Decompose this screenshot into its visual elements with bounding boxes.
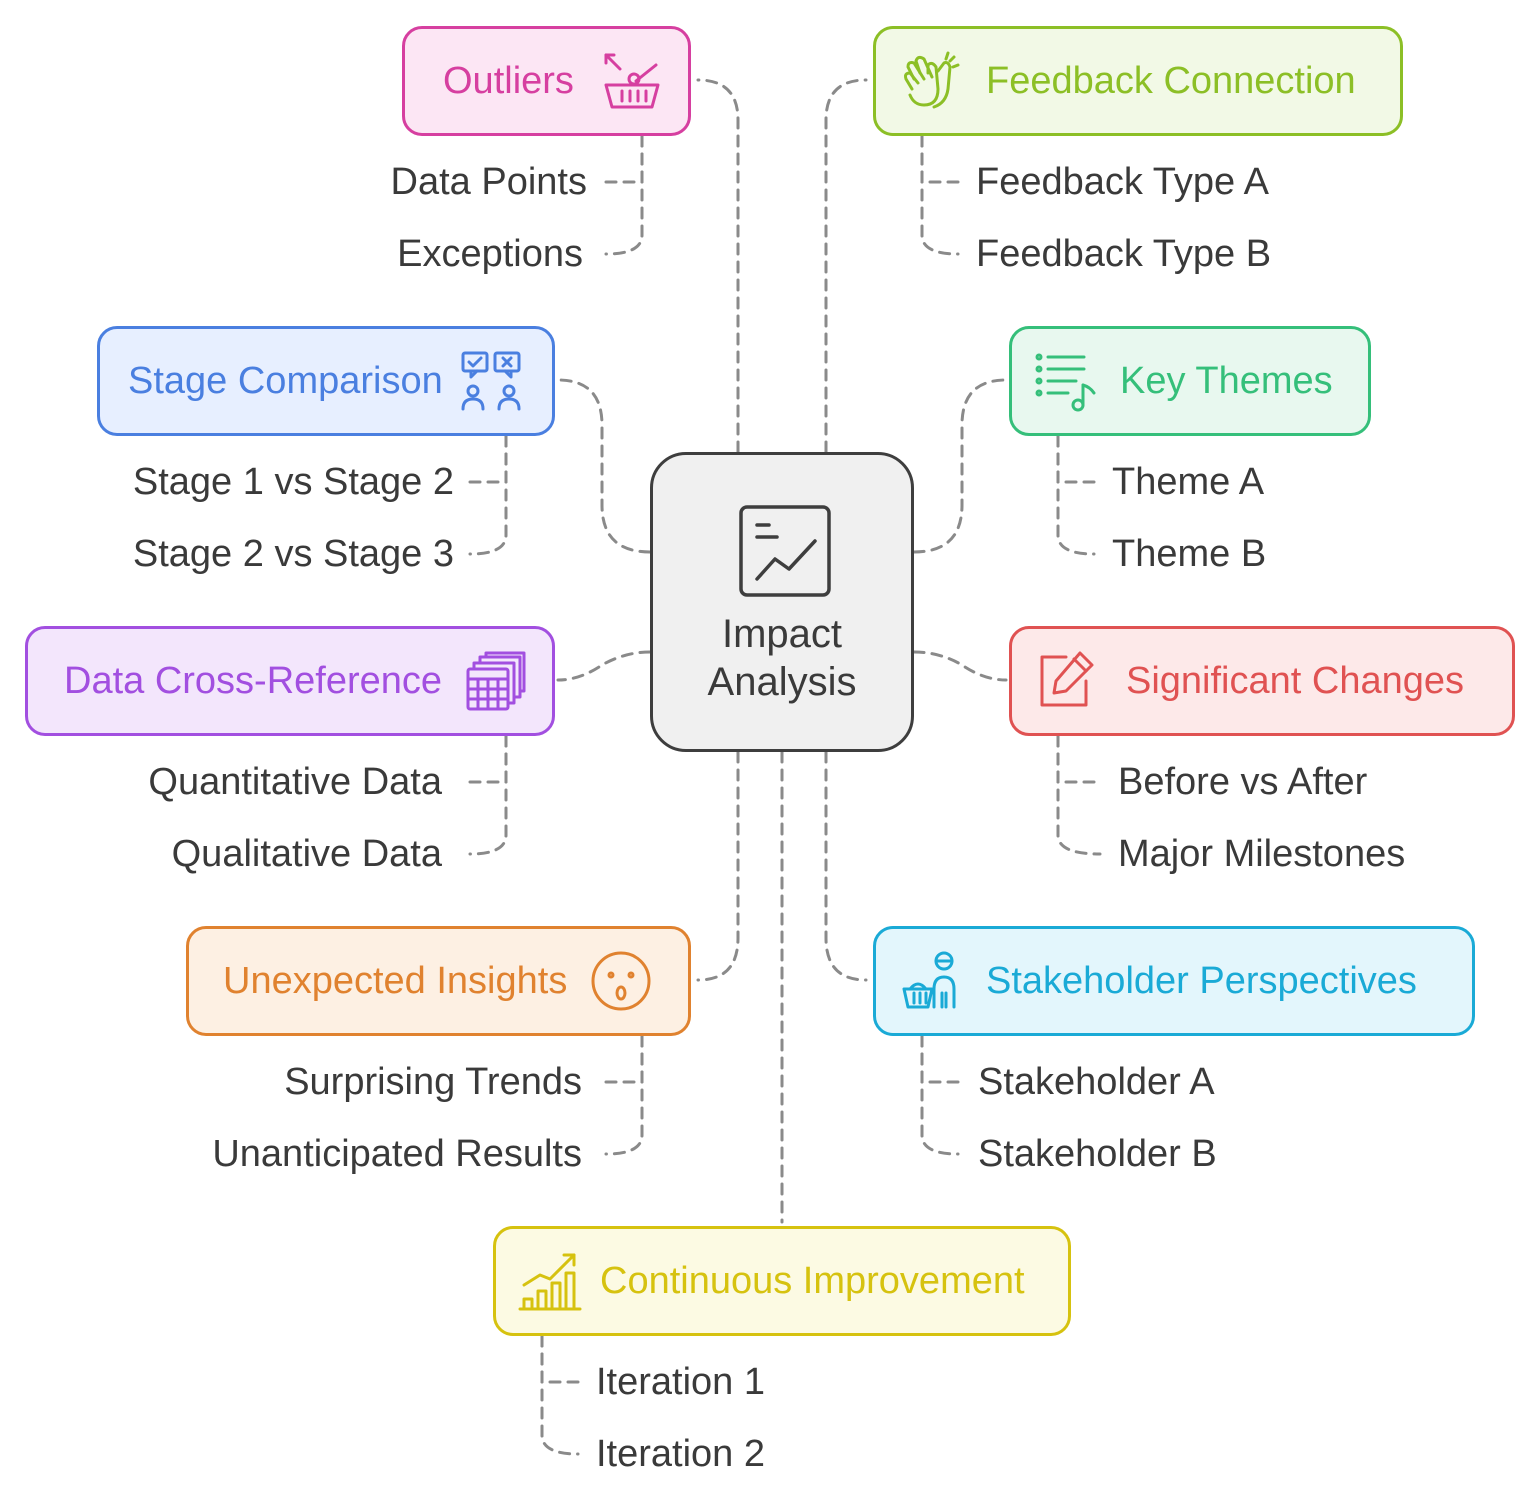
node-outliers[interactable]: Outliers xyxy=(402,26,691,136)
center-title-line1: Impact xyxy=(721,612,843,656)
node-stakeholder-label: Stakeholder Perspectives xyxy=(986,959,1417,1002)
connector-stage xyxy=(556,378,652,554)
connector-leaf xyxy=(604,1034,644,1084)
center-node[interactable]: Impact Analysis xyxy=(650,452,914,752)
leaf-outliers-2: Exceptions xyxy=(397,233,583,275)
node-improvement-label: Continuous Improvement xyxy=(600,1259,1025,1302)
node-changes[interactable]: Significant Changes xyxy=(1009,626,1515,736)
leaf-stage-1: Stage 1 vs Stage 2 xyxy=(132,461,454,503)
connector-insights xyxy=(696,750,740,982)
node-improvement[interactable]: Continuous Improvement xyxy=(493,1226,1071,1336)
leaf-outliers-1: Data Points xyxy=(390,161,587,203)
connector-leaf xyxy=(540,1334,580,1456)
clapping-hands-icon xyxy=(898,49,962,113)
leaf-crossref-2: Qualitative Data xyxy=(171,833,442,875)
leaf-insights-1: Surprising Trends xyxy=(284,1061,582,1103)
leaf-stakeholder-2: Stakeholder B xyxy=(978,1133,1217,1175)
connector-changes xyxy=(912,650,1008,682)
edit-pencil-icon xyxy=(1034,649,1098,713)
connector-leaf xyxy=(920,134,960,184)
node-stakeholder[interactable]: Stakeholder Perspectives xyxy=(873,926,1475,1036)
leaf-changes-1: Before vs After xyxy=(1118,761,1368,803)
connector-leaf xyxy=(1056,434,1096,556)
connector-leaf xyxy=(920,134,960,256)
node-feedback-label: Feedback Connection xyxy=(986,59,1356,102)
connector-leaf xyxy=(1056,734,1102,784)
leaf-improvement-1: Iteration 1 xyxy=(596,1361,765,1403)
surprised-face-icon xyxy=(589,949,653,1013)
connector-leaf xyxy=(604,134,644,256)
connector-leaf xyxy=(604,1034,644,1156)
leaf-changes-2: Major Milestones xyxy=(1118,833,1406,875)
leaf-themes-2: Theme B xyxy=(1112,533,1267,575)
node-insights[interactable]: Unexpected Insights xyxy=(186,926,691,1036)
leaf-feedback-2: Feedback Type B xyxy=(976,233,1272,275)
center-title-line2: Analysis xyxy=(707,660,857,704)
node-changes-label: Significant Changes xyxy=(1126,659,1464,702)
leaf-insights-2: Unanticipated Results xyxy=(212,1133,582,1175)
node-stage[interactable]: Stage Comparison xyxy=(97,326,555,436)
compare-people-icon xyxy=(459,349,523,413)
connector-leaf xyxy=(468,434,508,556)
leaf-stage-2: Stage 2 vs Stage 3 xyxy=(132,533,454,575)
leaf-feedback-1: Feedback Type A xyxy=(976,161,1269,203)
basket-arrows-icon xyxy=(600,49,664,113)
connector-leaf xyxy=(920,1034,960,1084)
connector-crossref xyxy=(556,650,652,682)
connector-leaf xyxy=(604,134,644,184)
connector-leaf xyxy=(468,734,508,784)
node-themes-label: Key Themes xyxy=(1120,359,1333,402)
leaf-themes-1: Theme A xyxy=(1112,461,1265,503)
connector-leaf xyxy=(468,434,508,484)
connector-feedback xyxy=(824,78,868,454)
center-title: Impact Analysis xyxy=(653,610,911,706)
stacked-tables-icon xyxy=(464,649,528,713)
node-insights-label: Unexpected Insights xyxy=(223,959,568,1002)
node-outliers-label: Outliers xyxy=(443,59,574,102)
node-crossref-label: Data Cross-Reference xyxy=(64,659,443,702)
connector-leaf xyxy=(468,734,508,856)
playlist-icon xyxy=(1034,349,1098,413)
node-stage-label: Stage Comparison xyxy=(128,359,443,402)
leaf-improvement-2: Iteration 2 xyxy=(596,1433,765,1475)
connector-outliers xyxy=(696,78,740,454)
connector-themes xyxy=(912,378,1008,554)
node-crossref[interactable]: Data Cross-Reference xyxy=(25,626,555,736)
node-themes[interactable]: Key Themes xyxy=(1009,326,1371,436)
connector-leaf xyxy=(1056,434,1096,484)
growth-bars-icon xyxy=(518,1249,582,1313)
leaf-stakeholder-1: Stakeholder A xyxy=(978,1061,1215,1103)
connector-leaf xyxy=(540,1334,580,1384)
node-feedback[interactable]: Feedback Connection xyxy=(873,26,1403,136)
shopper-basket-icon xyxy=(900,949,964,1013)
trend-chart-icon xyxy=(737,503,833,604)
connector-leaf xyxy=(1056,734,1102,856)
connector-leaf xyxy=(920,1034,960,1156)
leaf-crossref-1: Quantitative Data xyxy=(148,761,442,803)
connector-stakeholder xyxy=(824,750,868,982)
